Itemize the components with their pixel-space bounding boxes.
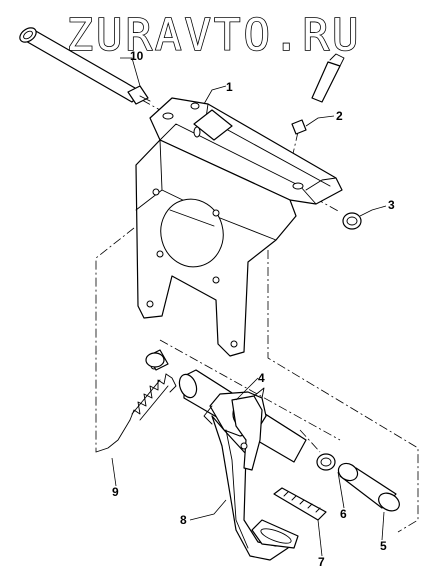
pin-2 <box>291 53 345 135</box>
watermark-text: ZURAVTO.RU <box>67 10 362 61</box>
callout-6: 6 <box>340 507 347 521</box>
pedal-arm-8 <box>203 387 293 561</box>
pivot-shaft-10 <box>19 27 151 105</box>
callout-labels: 10 1 2 3 4 5 6 7 8 9 <box>112 49 395 569</box>
bushing-3 <box>342 212 362 230</box>
callout-3: 3 <box>388 198 395 212</box>
callout-10: 10 <box>130 49 144 63</box>
callout-5: 5 <box>380 539 387 553</box>
callout-7: 7 <box>318 555 325 569</box>
callout-8: 8 <box>180 513 187 527</box>
bushing-6 <box>316 453 336 471</box>
return-spring-9 <box>95 362 177 453</box>
sleeve-5 <box>337 462 400 512</box>
pedal-pad-7 <box>251 487 327 549</box>
leader-lines <box>111 57 387 557</box>
callout-1: 1 <box>226 80 233 94</box>
callout-9: 9 <box>112 485 119 499</box>
callout-4: 4 <box>258 371 265 385</box>
mounting-bracket-1 <box>135 97 343 357</box>
callout-2: 2 <box>336 109 343 123</box>
